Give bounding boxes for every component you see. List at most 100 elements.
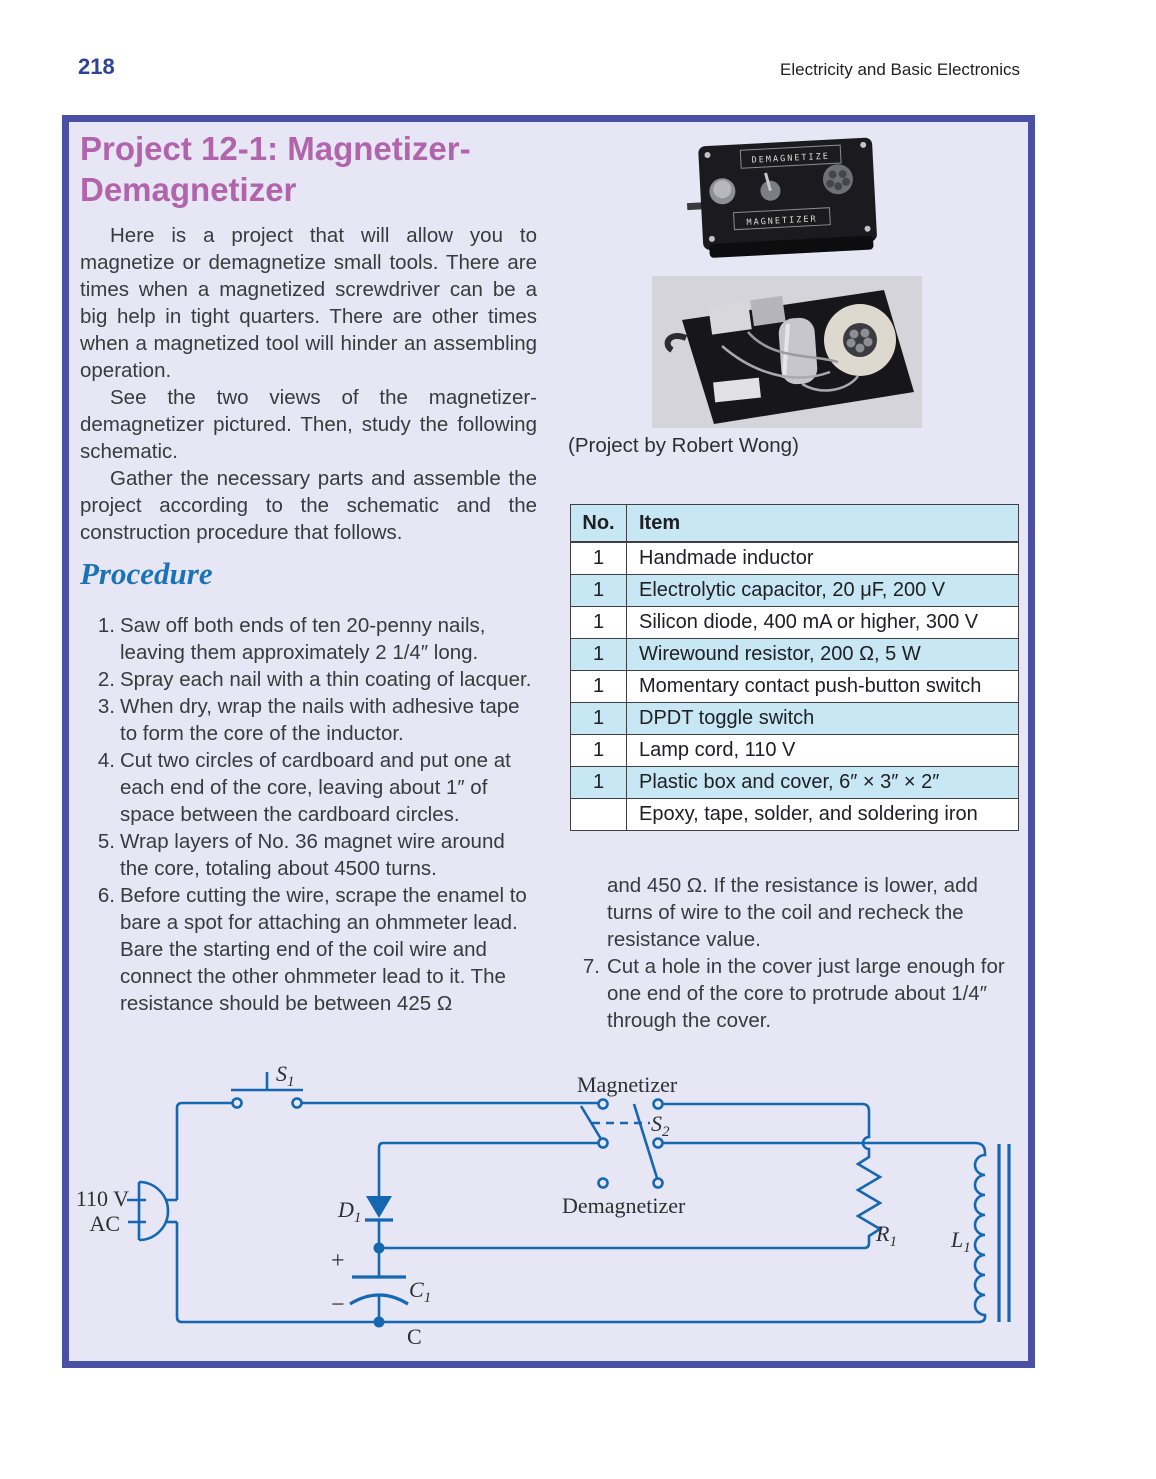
switch-contact [652, 1177, 664, 1189]
table-row: 1 Handmade inductor [570, 541, 1019, 575]
hookup-wire [721, 345, 831, 379]
step-text: Wrap layers of No. 36 magnet wire around… [120, 830, 505, 880]
screw-icon [708, 235, 715, 242]
screw-icon [860, 141, 867, 148]
capacitor-highlight [782, 323, 790, 379]
qty-cell: 1 [570, 574, 627, 607]
hookup-wire [801, 375, 860, 392]
qty-cell [570, 798, 627, 831]
wire [175, 1222, 978, 1324]
procedure-step: 5. Wrap layers of No. 36 magnet wire aro… [80, 828, 538, 882]
step-number: 5. [97, 830, 115, 853]
table-row: 1 Electrolytic capacitor, 20 μF, 200 V [570, 574, 1019, 607]
s2-dpdt-switch [579, 1098, 664, 1189]
col-header-no: No. [570, 504, 627, 543]
switch-contact [291, 1097, 303, 1109]
component-block [708, 301, 752, 335]
step-text: Before cutting the wire, scrape the enam… [120, 884, 527, 1015]
device-photo-interior [652, 276, 922, 428]
component-block [750, 295, 786, 327]
c1-label: C1 [409, 1277, 431, 1306]
device-photo-exterior: DEMAGNETIZE MAGNETIZER [686, 137, 877, 258]
hookup-wire [747, 331, 839, 364]
switch-contact [597, 1177, 609, 1189]
project-title: Project 12-1: Magnetizer-Demagnetizer [80, 130, 471, 208]
cap-node-label: C [407, 1324, 422, 1349]
diode-triangle [366, 1196, 392, 1218]
step6-continuation: and 450 Ω. If the resistance is lower, a… [607, 874, 978, 951]
table-row: 1 Silicon diode, 400 mA or higher, 300 V [570, 606, 1019, 639]
intro-text: Here is a project that will allow you to… [80, 222, 537, 546]
nail-end [838, 169, 847, 178]
nail-end [842, 177, 851, 186]
procedure-step: 2. Spray each nail with a thin coating o… [80, 666, 538, 693]
r1-label: R1 [875, 1221, 897, 1250]
step-number: 4. [97, 749, 115, 772]
qty-cell: 1 [570, 541, 627, 575]
item-cell: Plastic box and cover, 6″ × 3″ × 2″ [626, 766, 1019, 799]
step-text: Saw off both ends of ten 20-penny nails,… [120, 614, 486, 664]
nail-end [863, 337, 873, 347]
capacitor-c1 [349, 1275, 409, 1322]
intro-paragraph: See the two views of the magnetizer-dema… [80, 386, 537, 463]
step-number: 7. [582, 955, 600, 978]
plug-arc [138, 1180, 170, 1242]
intro-paragraph: Here is a project that will allow you to… [80, 224, 537, 382]
photo-caption: (Project by Robert Wong) [568, 434, 799, 457]
nail-end [849, 329, 859, 339]
nail-end [855, 343, 865, 353]
procedure-steps-right: and 450 Ω. If the resistance is lower, a… [570, 872, 1022, 1034]
item-cell: Wirewound resistor, 200 Ω, 5 W [626, 638, 1019, 671]
procedure-step: 1. Saw off both ends of ten 20-penny nai… [80, 612, 538, 666]
nail-end [834, 182, 843, 191]
step-text: Spray each nail with a thin coating of l… [120, 668, 532, 691]
screw-icon [864, 225, 871, 232]
demagnetizer-label: Demagnetizer [562, 1193, 686, 1218]
magnetizer-label: Magnetizer [577, 1072, 678, 1097]
toggle-lever [764, 172, 772, 192]
s1-label: S1 [276, 1061, 295, 1090]
item-cell: DPDT toggle switch [626, 702, 1019, 735]
procedure-step: 3. When dry, wrap the nails with adhesiv… [80, 693, 538, 747]
step-text: Cut a hole in the cover just large enoug… [607, 955, 1005, 1032]
switch-arm [632, 1103, 659, 1179]
demagnetize-label: DEMAGNETIZE [751, 152, 830, 166]
step-number: 3. [97, 695, 115, 718]
table-row: 1 Momentary contact push-button switch [570, 670, 1019, 703]
table-row: 1 DPDT toggle switch [570, 702, 1019, 735]
switch-contact [597, 1137, 609, 1149]
qty-cell: 1 [570, 670, 627, 703]
inductor-l1 [662, 1141, 987, 1324]
procedure-step: 6. Before cutting the wire, scrape the e… [80, 882, 538, 1017]
wire [377, 1141, 598, 1197]
label-plate [733, 207, 831, 231]
table-row: 1 Wirewound resistor, 200 Ω, 5 W [570, 638, 1019, 671]
item-cell: Lamp cord, 110 V [626, 734, 1019, 767]
page-number: 218 [78, 54, 115, 79]
nail-end [826, 179, 835, 188]
wire [175, 1101, 232, 1200]
item-cell: Silicon diode, 400 mA or higher, 300 V [626, 606, 1019, 639]
resistor-r1 [383, 1102, 883, 1250]
terminal-strip [713, 377, 761, 403]
plus-label: + [331, 1248, 345, 1274]
step-number: 6. [97, 884, 115, 907]
side-stub [686, 202, 706, 211]
ac-plug [127, 1180, 177, 1242]
table-row: Epoxy, tape, solder, and soldering iron [570, 798, 1019, 831]
junction-dot [373, 1242, 385, 1254]
source-ac-label: AC [89, 1211, 120, 1236]
intro-paragraph: Gather the necessary parts and assemble … [80, 467, 537, 544]
table-row: 1 Lamp cord, 110 V [570, 734, 1019, 767]
l1-label: L1 [950, 1227, 971, 1256]
switch-contact [652, 1098, 664, 1110]
power-cord [664, 333, 688, 353]
item-cell: Handmade inductor [626, 541, 1019, 575]
device-box: DEMAGNETIZE MAGNETIZER [686, 137, 877, 258]
item-cell: Momentary contact push-button switch [626, 670, 1019, 703]
nail-end [860, 328, 870, 338]
nail-end [828, 170, 837, 179]
procedure-step: 4. Cut two circles of cardboard and put … [80, 747, 538, 828]
magnetizer-label: MAGNETIZER [746, 214, 818, 228]
